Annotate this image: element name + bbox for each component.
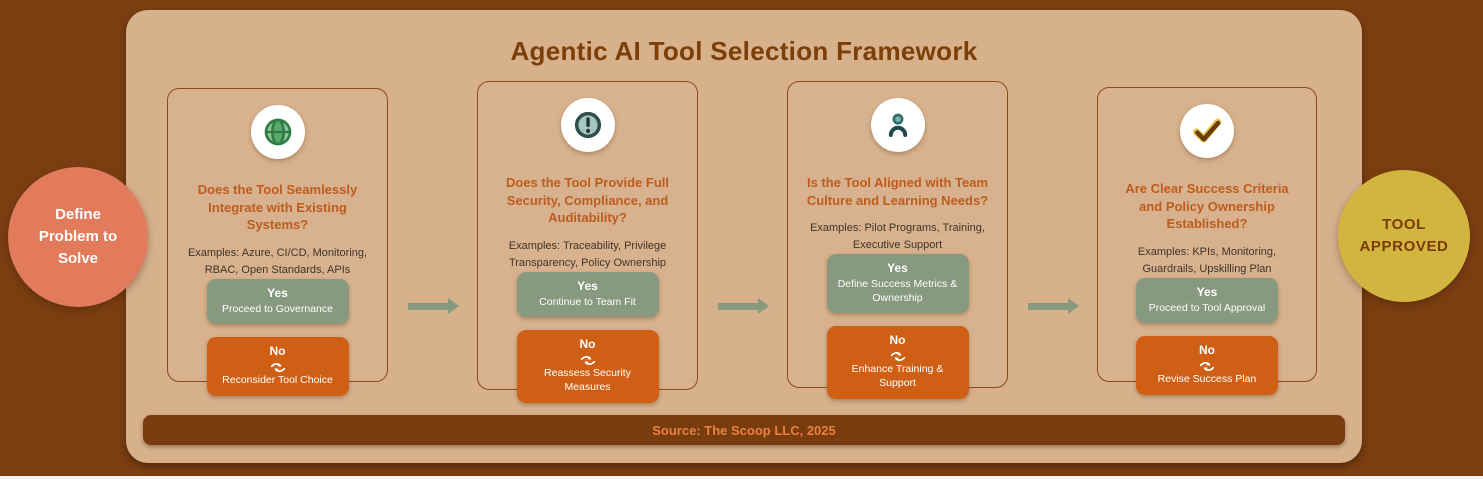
flow-arrow-icon [718,298,769,314]
flow-arrow-icon [408,298,459,314]
redo-arrow-icon [215,360,341,373]
start-node-define-problem: Define Problem to Solve [8,167,148,307]
decision-card-success-criteria: Are Clear Success Criteria and Policy Ow… [1097,87,1317,396]
card-question: Does the Tool Seamlessly Integrate with … [197,182,358,233]
start-node-label: Define Problem to Solve [38,206,118,267]
no-label: No [269,344,286,359]
flow-arrow-icon [1028,298,1079,314]
no-button[interactable]: No Reconsider Tool Choice [206,337,349,397]
end-node-label: TOOL APPROVED [1359,215,1449,256]
no-action: Reassess Security Measures [544,367,631,394]
no-label: No [579,337,596,352]
yes-button[interactable]: Yes Proceed to Governance [206,278,349,325]
yes-label: Yes [267,285,288,300]
card-question: Does the Tool Provide Full Security, Com… [506,175,669,226]
check-icon [1180,104,1234,158]
decision-card-team-culture: Is the Tool Aligned with Team Culture an… [787,81,1008,399]
yes-button[interactable]: Yes Define Success Metrics & Ownership [826,254,969,314]
card-examples: Examples: KPIs, Monitoring, Guardrails, … [1137,245,1277,275]
no-label: No [889,333,906,348]
framework-panel: Agentic AI Tool Selection Framework Does… [126,10,1362,463]
page-title: Agentic AI Tool Selection Framework [510,36,978,66]
no-action: Revise Success Plan [1157,373,1257,386]
yes-button[interactable]: Yes Continue to Team Fit [516,271,659,318]
card-examples: Examples: Traceability, Privilege Transp… [508,239,667,269]
redo-arrow-icon [525,353,651,366]
yes-action: Proceed to Tool Approval [1148,301,1266,314]
redo-arrow-icon [835,349,961,362]
no-action: Enhance Training & Support [851,363,944,390]
source-text: Source: The Scoop LLC, 2025 [652,422,836,438]
card-examples: Examples: Azure, CI/CD, Monitoring, RBAC… [187,246,368,276]
yes-action: Define Success Metrics & Ownership [837,278,958,304]
no-button[interactable]: No Reassess Security Measures [516,330,659,403]
decision-card-security: Does the Tool Provide Full Security, Com… [477,81,698,403]
alert-icon [560,98,615,152]
card-question: Is the Tool Aligned with Team Culture an… [806,175,989,208]
bottom-strip [0,476,1483,479]
yes-label: Yes [1196,284,1218,299]
no-action: Reconsider Tool Choice [222,374,333,387]
yes-label: Yes [887,261,908,276]
decision-card-integration: Does the Tool Seamlessly Integrate with … [167,88,388,397]
no-button[interactable]: No Enhance Training & Support [826,326,969,399]
source-bar: Source: The Scoop LLC, 2025 [143,415,1345,445]
no-label: No [1199,343,1215,358]
card-examples: Examples: Pilot Programs, Training, Exec… [810,222,985,252]
globe-icon [250,105,305,159]
no-button[interactable]: No Revise Success Plan [1136,336,1278,396]
redo-arrow-icon [1144,359,1270,372]
card-question: Are Clear Success Criteria and Policy Ow… [1125,181,1289,232]
yes-action: Continue to Team Fit [539,295,636,308]
end-node-tool-approved: TOOL APPROVED [1338,170,1470,302]
yes-label: Yes [577,278,598,293]
yes-action: Proceed to Governance [222,302,333,315]
yes-button[interactable]: Yes Proceed to Tool Approval [1136,277,1278,324]
person-icon [870,98,925,152]
